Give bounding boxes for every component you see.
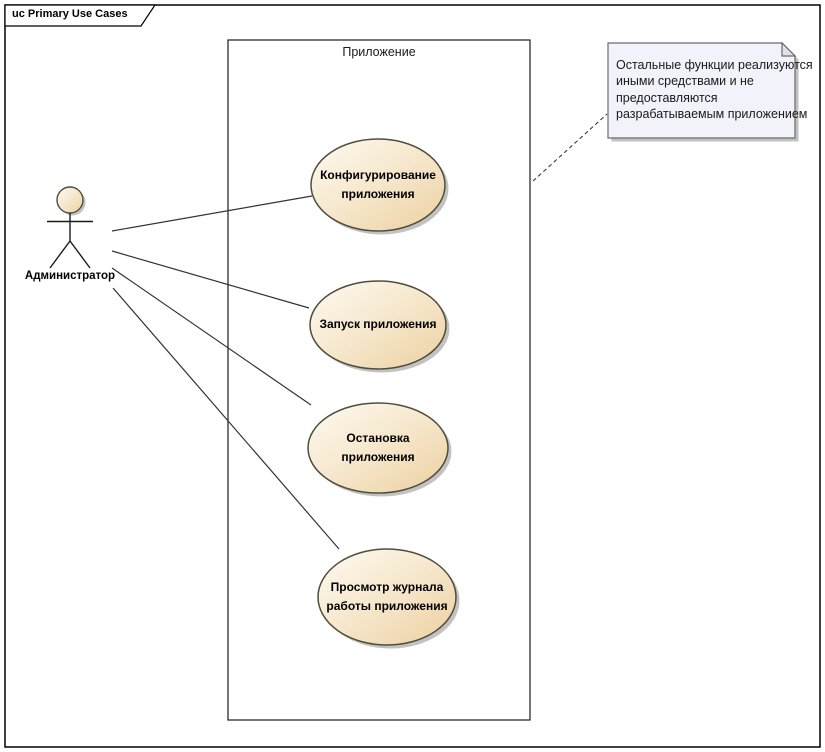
actor-right-leg <box>69 240 91 269</box>
frame-title: uc Primary Use Cases <box>12 8 128 20</box>
note-text-line: разрабатываемым приложением <box>616 106 808 121</box>
actor-administrator[interactable] <box>47 186 93 269</box>
association-admin-configure[interactable] <box>111 195 313 232</box>
usecase-view-application-log[interactable] <box>317 548 457 646</box>
note-element[interactable] <box>607 41 799 142</box>
usecase-stop-application[interactable] <box>307 402 449 494</box>
note-folded-corner-icon <box>781 41 797 57</box>
note-text-line: Остальные функции реализуются <box>616 58 813 72</box>
association-admin-launch[interactable] <box>111 250 310 309</box>
system-boundary-label: Приложение <box>342 45 416 59</box>
note-text-line: иными средствами и не <box>616 74 754 89</box>
frame-name-tab <box>4 4 157 27</box>
usecase-label-stop: Остановка приложения <box>341 430 415 464</box>
actor-name-label: Администратор <box>24 270 116 282</box>
note-body <box>607 42 796 139</box>
usecase-label-configure: Конфигурирование приложения <box>320 167 436 201</box>
association-admin-viewlog[interactable] <box>112 287 340 550</box>
actor-left-leg <box>49 240 71 269</box>
association-admin-stop[interactable] <box>111 267 312 406</box>
usecase-configure-application[interactable] <box>310 138 446 232</box>
actor-head <box>56 186 84 214</box>
usecase-label-viewlog: Просмотр журнала работы приложения <box>326 579 448 613</box>
note-text-line: предоставляются <box>616 90 718 105</box>
usecase-launch-application[interactable] <box>309 280 447 370</box>
note-link-dashed-line[interactable] <box>532 113 608 182</box>
usecase-label-launch: Запуск приложения <box>319 317 437 332</box>
note-text: Остальные функции реализуются иными сред… <box>616 57 813 122</box>
